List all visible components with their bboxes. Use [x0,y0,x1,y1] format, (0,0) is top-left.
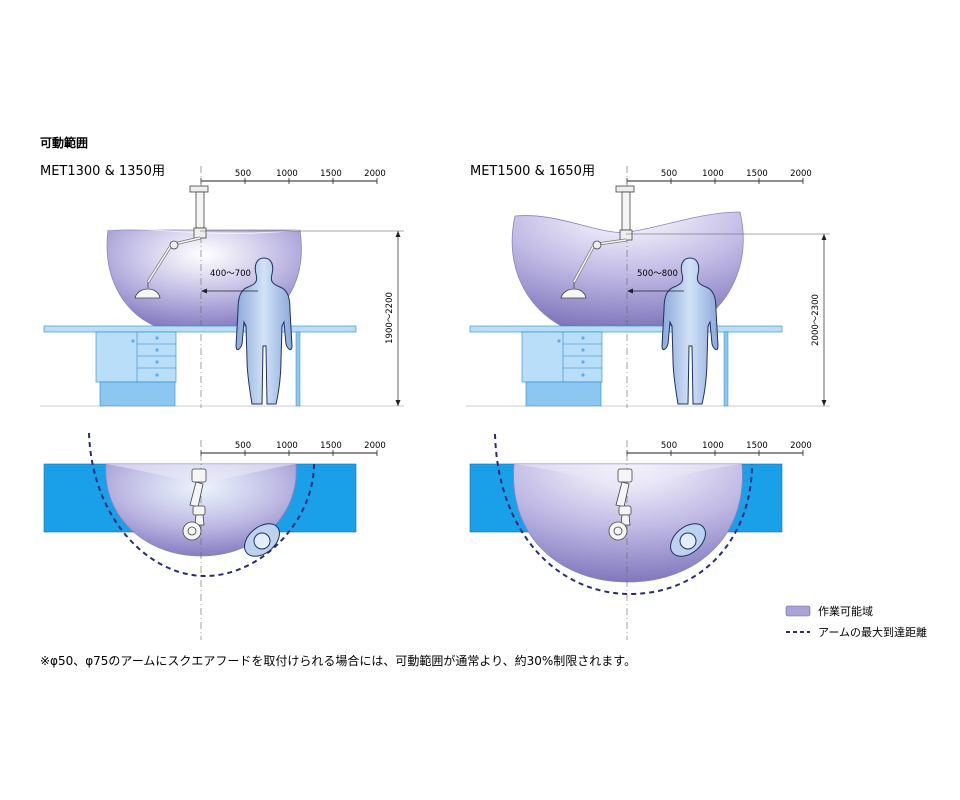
scale-tick-label: 1000 [702,441,724,451]
panel-2-plan-arm [608,468,633,541]
panel-1-height-label: 1900〜2200 [385,292,395,344]
scale-tick-label: 500 [661,441,677,451]
scale-tick-label: 2000 [364,441,386,451]
scale-tick-label: 1000 [276,441,298,451]
scale-tick-label: 1500 [746,441,768,451]
panel-2-elevation: 500 1000 1500 2000 [466,166,830,408]
panel-1-max-reach-curve [88,432,315,578]
scale-tick-label: 1000 [702,169,724,179]
scale-tick-label: 1000 [276,169,298,179]
panel-2-table-leg [723,331,729,407]
panel-1-model-title: MET1300 & 1350用 [40,164,165,179]
panel-2-table-top [469,325,783,333]
legend-work-area-label: 作業可能域 [818,604,873,618]
scale-tick-label: 500 [661,169,677,179]
panel-1-elevation: 500 1000 1500 2000 [40,166,404,408]
scale-tick-label: 1500 [320,169,342,179]
panel-1-reach-label: 400〜700 [210,269,251,279]
scale-tick-label: 2000 [790,169,812,179]
panel-1-person-figure [235,257,293,405]
panel-1-table-top [43,325,357,333]
scale-tick-label: 2000 [790,441,812,451]
panel-2-plan-person [670,523,706,557]
panel-2-extraction-arm [560,185,635,299]
scale-tick-label: 1500 [320,441,342,451]
panel-2-plan-view: 500 1000 1500 2000 [469,433,812,640]
legend-work-area-swatch [785,605,811,617]
panel-1-plan-view: 500 1000 1500 2000 [43,432,386,640]
panel-1-cabinet [95,331,177,383]
legend-max-reach-label: アームの最大到達距離 [818,625,927,639]
panel-2-height-label: 2000〜2300 [811,294,821,346]
panel-1-plan-scale-bar: 500 1000 1500 2000 [200,441,386,456]
panel-2-person-figure [661,257,719,405]
footnote: ※φ50、φ75のアームにスクエアフードを取付けられる場合には、可動範囲が通常よ… [40,653,636,668]
panel-2-max-reach-curve [494,433,753,596]
scale-tick-label: 1500 [746,169,768,179]
panel-2-reach-label: 500〜800 [637,269,678,279]
scale-tick-label: 500 [235,169,251,179]
panel-2-scale-bar: 500 1000 1500 2000 [626,169,812,184]
scale-tick-label: 500 [235,441,251,451]
panel-1-extraction-arm [134,185,209,299]
panel-2-model-title: MET1500 & 1650用 [470,164,595,179]
page-heading: 可動範囲 [40,135,88,150]
panel-1-scale-bar: 500 1000 1500 2000 [200,169,386,184]
panel-2-plan-scale-bar: 500 1000 1500 2000 [626,441,812,456]
scale-tick-label: 2000 [364,169,386,179]
panel-1-plan-person [244,523,280,557]
panel-2-cabinet [521,331,603,383]
legend: 作業可能域 アームの最大到達距離 [785,604,927,639]
panel-1-table-leg [295,331,301,407]
panel-1-plan-arm [182,468,207,541]
